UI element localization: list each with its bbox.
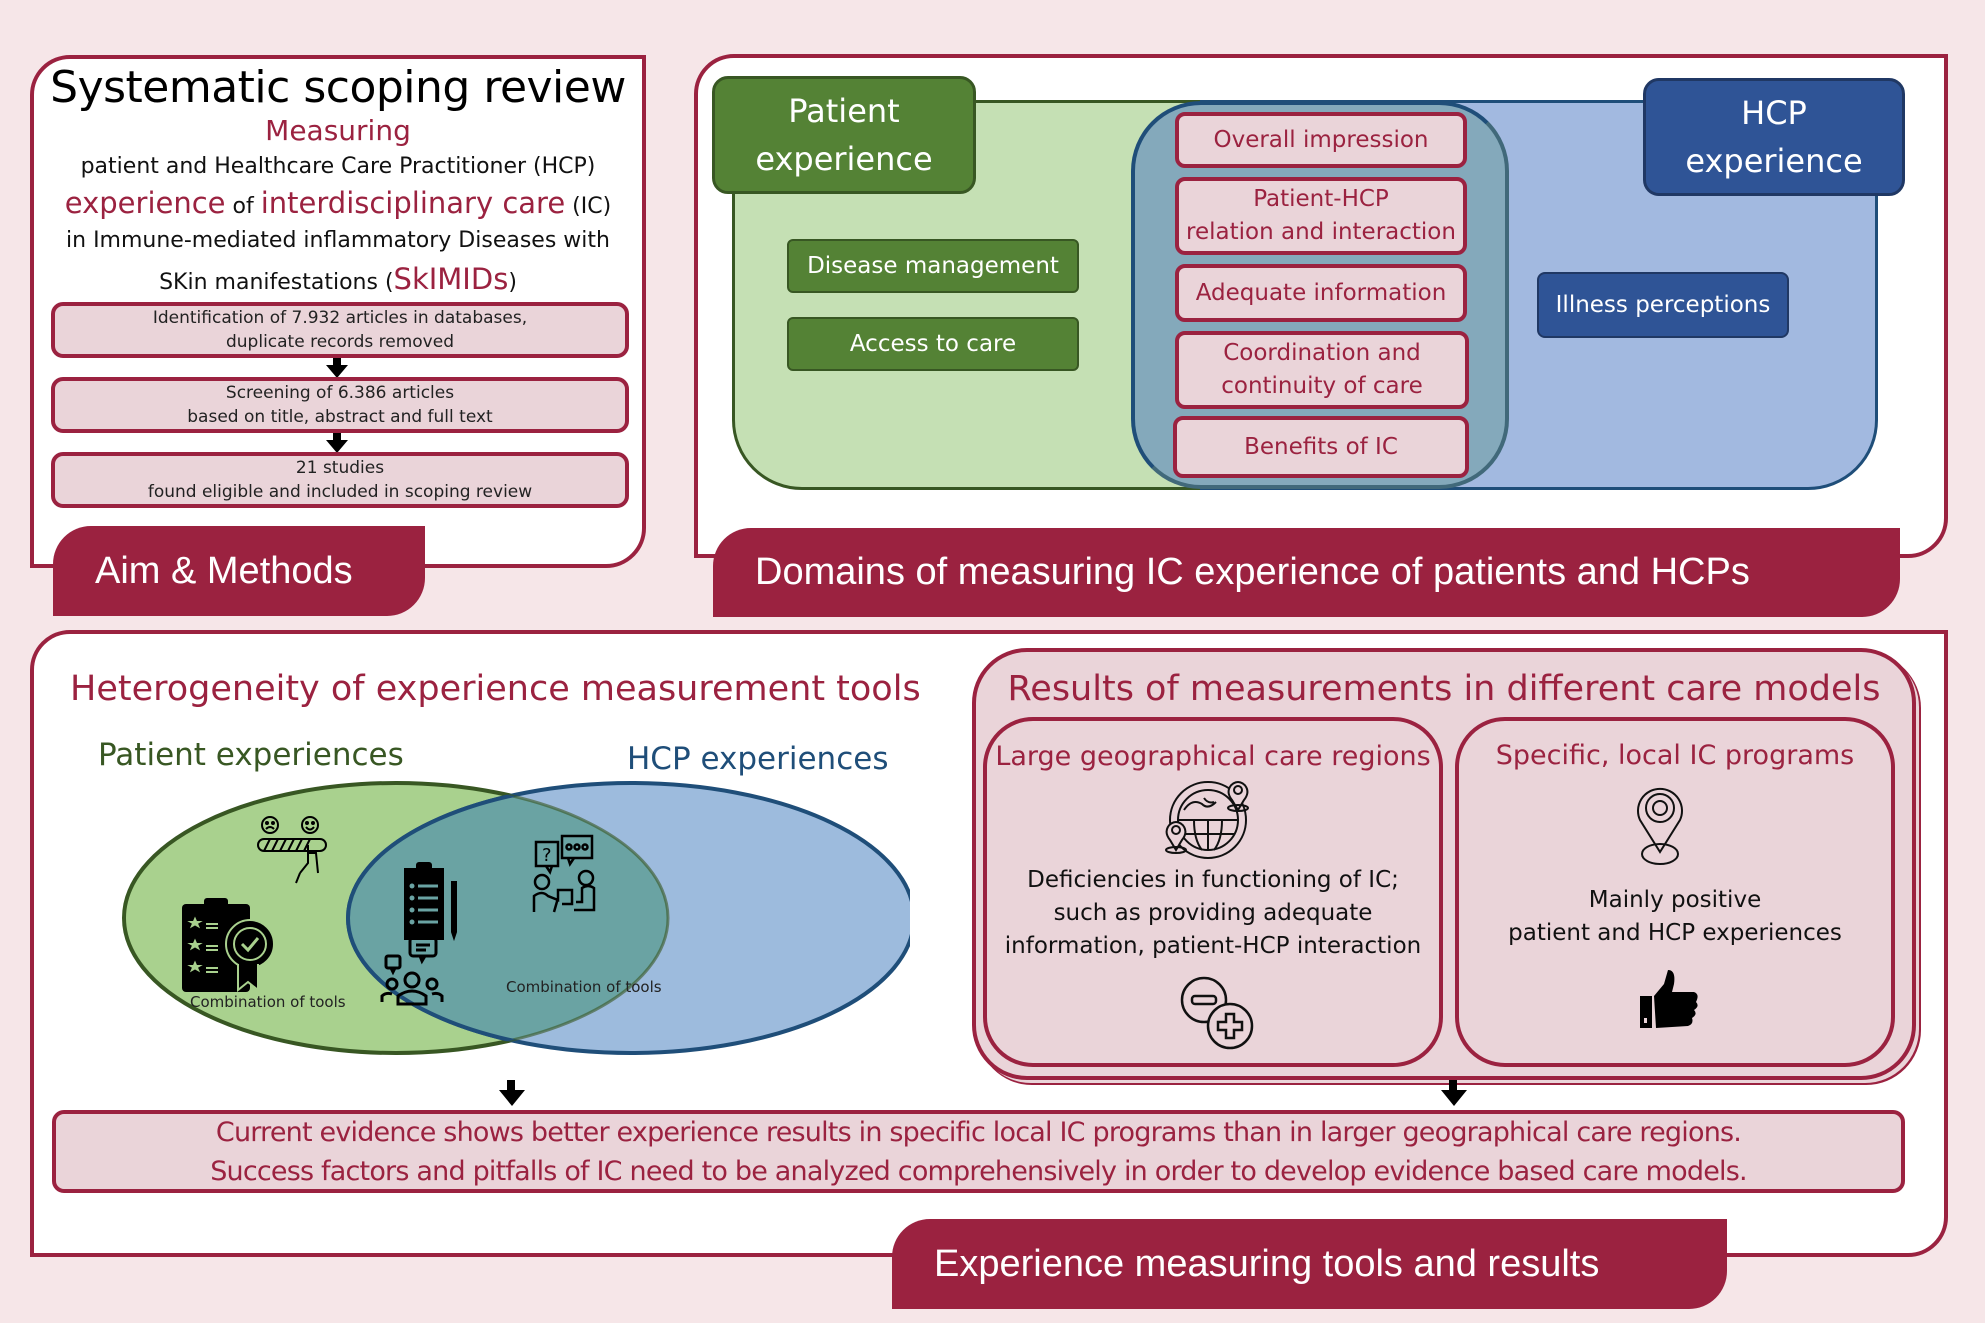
large-regions-box	[983, 717, 1443, 1067]
hcp-combination-label: Combination of tools	[506, 978, 662, 996]
flow-arrow-down-icon	[326, 365, 348, 378]
of-text: of	[225, 194, 261, 219]
flow-arrow-down-icon	[326, 440, 348, 453]
hcp-experience-header: HCP experience	[1643, 78, 1905, 196]
review-title: Systematic scoping review	[50, 62, 626, 113]
location-pin-icon	[1637, 787, 1683, 865]
hcp-experiences-label: HCP experiences	[627, 741, 889, 777]
local-programs-title: Specific, local IC programs	[1495, 740, 1855, 771]
step-text: based on title, abstract and full text	[187, 407, 493, 427]
step-text: Screening of 6.386 articles	[225, 383, 455, 403]
minus-plus-icon	[1180, 976, 1254, 1050]
patient-combination-label: Combination of tools	[190, 993, 346, 1011]
domain-label: Illness perceptions	[1555, 292, 1771, 318]
tools-heading: Heterogeneity of experience measurement …	[70, 669, 921, 709]
flow-arrow-shaft	[333, 358, 341, 366]
hcp-header-text: HCP	[1741, 94, 1807, 132]
focus-group-icon	[380, 936, 444, 1006]
step-text: Identification of 7.932 articles in data…	[152, 308, 528, 328]
large-regions-text: Deficiencies in functioning of IC; such …	[983, 864, 1443, 963]
tools-results-tab-label: Experience measuring tools and results	[934, 1242, 1600, 1285]
local-programs-text: Mainly positive patient and HCP experien…	[1455, 884, 1895, 950]
conclusion-line: Current evidence shows better experience…	[215, 1116, 1742, 1148]
flow-step-included: 21 studies found eligible and included i…	[51, 452, 629, 508]
tools-results-tab: Experience measuring tools and results	[892, 1219, 1727, 1309]
ic-abbrev: (IC)	[565, 194, 612, 219]
domain-label: continuity of care	[1221, 373, 1423, 399]
aim-line-experience: experience of interdisciplinary care (IC…	[40, 186, 636, 220]
conclusion-line: Success factors and pitfalls of IC need …	[210, 1155, 1747, 1187]
domain-label: Benefits of IC	[1244, 433, 1398, 460]
domain-label: Disease management	[807, 253, 1059, 279]
domain-label: Adequate information	[1195, 279, 1447, 306]
rating-checklist-award-icon	[182, 898, 275, 993]
large-regions-title: Large geographical care regions	[995, 741, 1431, 772]
aim-methods-tab: Aim & Methods	[53, 526, 425, 616]
step-text: duplicate records removed	[225, 332, 454, 352]
patient-experiences-label: Patient experiences	[98, 737, 404, 773]
aim-line-skimids: SKin manifestations (SkIMIDs)	[40, 262, 636, 296]
globe-pins-icon	[1165, 780, 1249, 859]
domain-label: Patient-HCP	[1253, 186, 1389, 212]
patient-header-text: Patient	[788, 92, 900, 130]
satisfaction-slider-icon	[257, 816, 327, 884]
aim-methods-tab-label: Aim & Methods	[95, 549, 353, 592]
patient-experience-header: Patient experience	[712, 76, 976, 194]
skin-manifestations-text: SKin manifestations (	[159, 270, 394, 295]
closing-paren: )	[508, 270, 517, 295]
result-text-line: patient and HCP experiences	[1508, 920, 1842, 946]
result-text-line: such as providing adequate	[1053, 900, 1373, 926]
conclusion-arrow-shaft	[507, 1080, 515, 1092]
experience-keyword: experience	[64, 186, 226, 220]
shared-tools-overlap	[348, 783, 668, 1053]
local-programs-box	[1455, 717, 1895, 1067]
domain-adequate-information: Adequate information	[1175, 264, 1467, 322]
conclusion-arrow-left-icon	[499, 1090, 525, 1106]
domain-disease-management: Disease management	[787, 239, 1079, 293]
aim-line-hcp: patient and Healthcare Care Practitioner…	[80, 154, 596, 179]
conclusion-arrow-right-icon	[1441, 1090, 1467, 1106]
patient-header-text: experience	[755, 140, 933, 178]
domain-access-to-care: Access to care	[787, 317, 1079, 371]
results-heading: Results of measurements in different car…	[1007, 669, 1881, 709]
aim-line-diseases: in Immune-mediated inflammatory Diseases…	[66, 228, 610, 253]
ic-keyword: interdisciplinary care	[260, 186, 566, 220]
hcp-header-text: experience	[1685, 142, 1863, 180]
thumbs-up-icon	[1640, 970, 1698, 1028]
domain-label: Coordination and	[1223, 340, 1421, 366]
flow-step-identification: Identification of 7.932 articles in data…	[51, 302, 629, 358]
svg-text:?: ?	[542, 845, 552, 866]
step-text: found eligible and included in scoping r…	[147, 482, 533, 502]
domains-tab: Domains of measuring IC experience of pa…	[713, 528, 1900, 617]
domains-tab-label: Domains of measuring IC experience of pa…	[755, 551, 1750, 593]
measuring-label: Measuring	[265, 114, 411, 147]
interview-dialogue-icon: ?	[532, 834, 596, 913]
flow-step-screening: Screening of 6.386 articles based on tit…	[51, 377, 629, 433]
domain-illness-perceptions: Illness perceptions	[1537, 272, 1789, 338]
conclusion-arrow-shaft	[1449, 1080, 1457, 1092]
domain-label: relation and interaction	[1186, 219, 1456, 245]
result-text-line: Mainly positive	[1588, 887, 1762, 913]
result-text-line: information, patient-HCP interaction	[1004, 933, 1422, 959]
clipboard-questionnaire-icon	[404, 862, 457, 942]
flow-arrow-shaft	[333, 433, 341, 441]
skimids-keyword: SkIMIDs	[393, 262, 509, 296]
domain-overall-impression: Overall impression	[1175, 112, 1467, 168]
step-text: 21 studies	[295, 458, 385, 478]
domain-patient-hcp-relation: Patient-HCP relation and interaction	[1175, 177, 1467, 255]
domain-benefits-of-ic: Benefits of IC	[1173, 416, 1469, 478]
domain-coordination-continuity: Coordination and continuity of care	[1175, 331, 1469, 409]
result-text-line: Deficiencies in functioning of IC;	[1027, 867, 1399, 893]
domain-label: Overall impression	[1213, 126, 1429, 153]
venn-diagram: ? Combination of tools Combination of to…	[122, 781, 910, 1055]
conclusion-box: Current evidence shows better experience…	[52, 1110, 1905, 1193]
domain-label: Access to care	[849, 331, 1017, 357]
